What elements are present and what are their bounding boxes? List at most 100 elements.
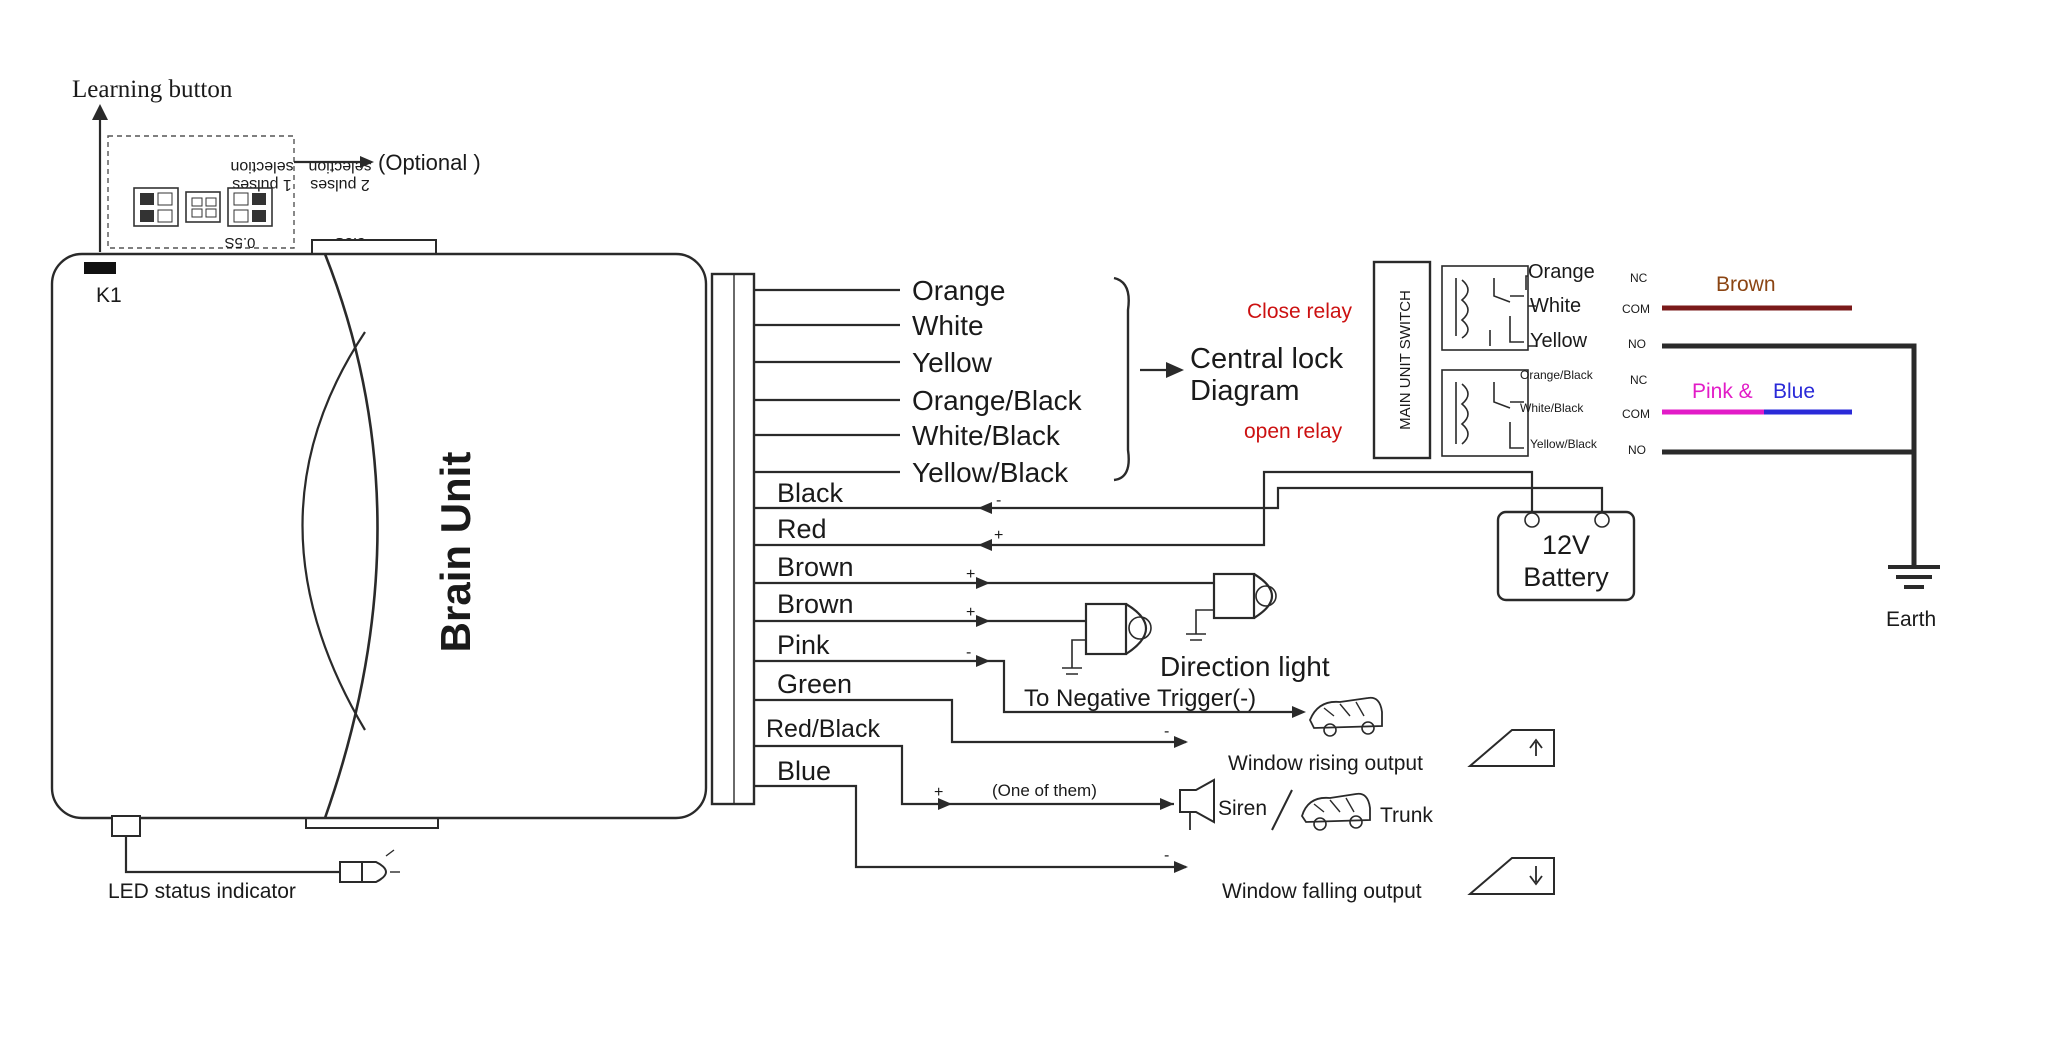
window-rising-icon xyxy=(1467,729,1555,767)
black-wire xyxy=(754,486,1604,512)
central-lock-title-1: Central lock xyxy=(1190,343,1344,375)
svg-text:-: - xyxy=(1164,723,1169,740)
direction-light-2-icon xyxy=(1125,603,1147,655)
central-lock-brace xyxy=(1113,276,1130,482)
cl-wire-orange-black: Orange/Black xyxy=(912,385,1083,416)
svg-text:-: - xyxy=(996,492,1001,509)
lower-wires: Black Red Brown Brown Pink Green Red/Bla… xyxy=(754,470,1604,873)
led-wire xyxy=(124,836,342,874)
cl-wire-yellow: Yellow xyxy=(912,347,993,378)
siren-trunk-divider xyxy=(1271,789,1293,831)
cl-wire-yellow-black: Yellow/Black xyxy=(912,457,1069,488)
svg-text:+: + xyxy=(966,566,975,583)
red-black-wire xyxy=(754,744,1174,806)
relay-pin-white: White xyxy=(1530,295,1581,317)
negative-trigger-label: To Negative Trigger(-) xyxy=(1024,685,1256,712)
brain-top-tab xyxy=(311,239,437,255)
contact-nc-2: NC xyxy=(1630,373,1648,387)
close-relay-label: Close relay xyxy=(1247,300,1353,323)
central-lock-arrow-head xyxy=(1166,362,1184,378)
pink-wire-path xyxy=(754,659,1302,714)
svg-text:+: + xyxy=(994,527,1003,544)
learning-arrow-head xyxy=(92,104,108,120)
relay-pin-white-black: White/Black xyxy=(1520,401,1584,415)
outputs-section: Window rising output Window falling outp… xyxy=(1179,729,1555,903)
center-jumper xyxy=(185,191,221,223)
relay-pin-orange-black: Orange/Black xyxy=(1520,368,1594,382)
optional-arrow-head xyxy=(360,156,374,168)
wire-brown-1-label: Brown xyxy=(777,552,854,582)
brain-unit-label: Brain Unit xyxy=(432,452,479,653)
relay-pin-yellow: Yellow xyxy=(1530,330,1588,352)
battery-label: Battery xyxy=(1523,562,1609,592)
open-relay-box xyxy=(1441,369,1529,457)
brain-curve-outer xyxy=(323,253,379,819)
left-selection-text: selection xyxy=(230,158,293,175)
battery-voltage: 12V xyxy=(1542,530,1590,560)
wire-black-label: Black xyxy=(777,478,844,508)
main-unit-switch-box xyxy=(1372,260,1432,460)
contact-no-1: NO xyxy=(1628,337,1646,351)
trunk-icon xyxy=(1301,792,1371,831)
left-pulses-text: 1 pulses xyxy=(232,176,292,193)
dip-selector-box xyxy=(107,135,295,249)
relay-pin-orange: Orange xyxy=(1528,261,1595,283)
window-falling-label: Window falling output xyxy=(1222,880,1422,903)
battery-box xyxy=(1496,510,1636,602)
cl-wire-white-black: White/Black xyxy=(912,420,1061,451)
brain-unit-body xyxy=(50,252,708,820)
left-time-text: 0.5S xyxy=(225,234,256,251)
led-bulb-base xyxy=(339,861,363,883)
led-bulb-icon xyxy=(362,861,387,883)
central-lock-wires: Orange White Yellow Orange/Black White/B… xyxy=(754,275,1344,488)
led-status-label: LED status indicator xyxy=(108,880,296,903)
main-unit-switch-label: MAIN UNIT SWITCH xyxy=(1397,290,1414,430)
direction-lights: Direction light To Negative Trigger(-) xyxy=(1024,572,1383,737)
wire-green-label: Green xyxy=(777,669,852,699)
optional-label: (Optional ) xyxy=(378,150,481,175)
direction-light-1-icon xyxy=(1253,573,1273,619)
wire-brown-2-label: Brown xyxy=(777,589,854,619)
right-jumper xyxy=(227,187,273,227)
open-relay-label: open relay xyxy=(1244,420,1343,443)
brain-curve-inner xyxy=(301,331,366,731)
battery-plus-terminal xyxy=(1524,512,1540,528)
left-jumper xyxy=(133,187,179,227)
wire-red-black-label: Red/Black xyxy=(766,715,880,743)
contact-no-2: NO xyxy=(1628,443,1646,457)
green-wire xyxy=(754,698,1186,744)
window-falling-icon xyxy=(1467,857,1555,895)
car-icon xyxy=(1309,696,1383,737)
learning-button-section: Learning button selection 1 pulses selec… xyxy=(72,76,481,252)
relay-section: Close relay open relay MAIN UNIT SWITCH … xyxy=(1244,260,1940,631)
no-earth-wire-1 xyxy=(1662,343,1917,565)
contact-nc-1: NC xyxy=(1630,271,1648,285)
k1-button xyxy=(84,262,116,274)
right-pulses-text: 2 pulses xyxy=(310,176,370,193)
trunk-label: Trunk xyxy=(1380,804,1433,827)
wire-red-label: Red xyxy=(777,514,827,544)
blue-label: Blue xyxy=(1773,380,1815,403)
blue-wire-path xyxy=(754,784,1186,869)
direction-light-1-body xyxy=(1212,572,1256,620)
red-wire xyxy=(754,470,1534,547)
cl-wire-white: White xyxy=(912,310,984,341)
wire-connector-strip xyxy=(710,272,756,806)
learning-button-label: Learning button xyxy=(72,76,233,103)
k1-label: K1 xyxy=(96,284,122,307)
central-lock-title-2: Diagram xyxy=(1190,375,1300,407)
battery-minus-terminal xyxy=(1594,512,1610,528)
brain-unit: K1 Brain Unit xyxy=(50,239,756,829)
svg-text:+: + xyxy=(934,784,943,801)
direction-light-2-body xyxy=(1084,602,1128,656)
wire-blue-label: Blue xyxy=(777,756,831,786)
pink-label: Pink & xyxy=(1692,380,1753,403)
led-connector xyxy=(111,815,141,837)
close-relay-box xyxy=(1441,265,1529,351)
cl-wire-orange: Orange xyxy=(912,275,1005,306)
siren-icon xyxy=(1179,778,1215,824)
contact-com-1: COM xyxy=(1622,302,1650,316)
svg-text:-: - xyxy=(966,644,971,661)
earth-label: Earth xyxy=(1886,608,1936,631)
